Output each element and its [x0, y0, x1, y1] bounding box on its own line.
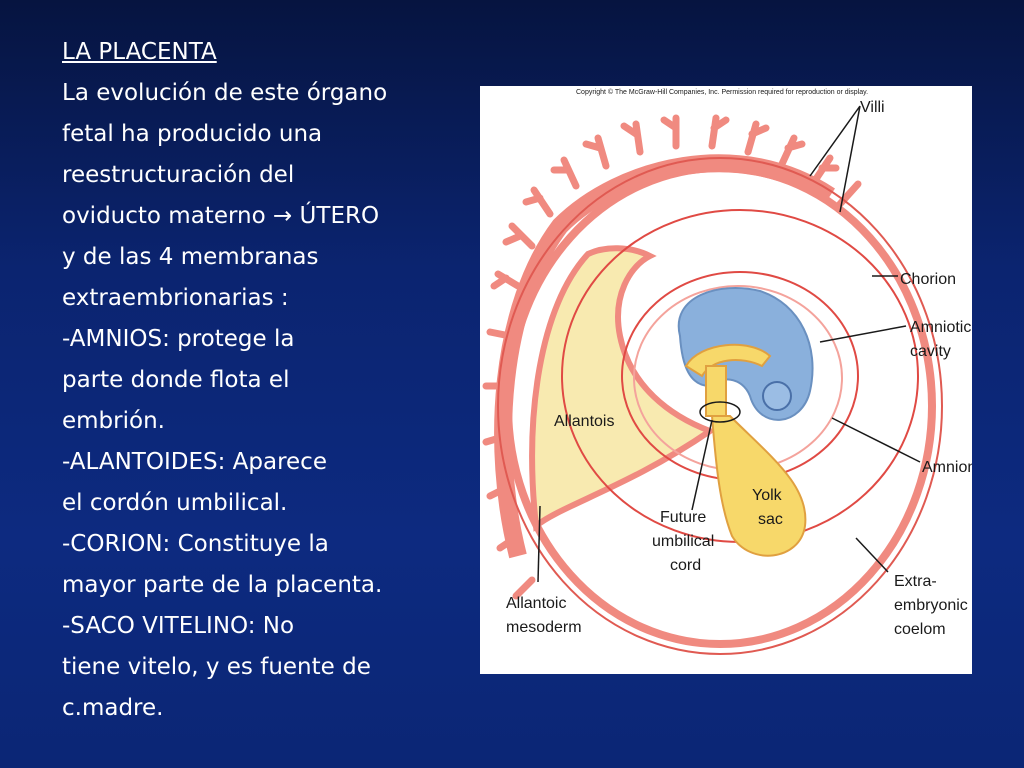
slide-text-line: parte donde flota el — [62, 367, 290, 393]
placenta-figure: Copyright © The McGraw-Hill Companies, I… — [480, 86, 972, 674]
slide-text-line: -AMNIOS: protege la — [62, 326, 295, 352]
slide-text-line: tiene vitelo, y es fuente de — [62, 654, 371, 680]
allantoic-mesoderm-label: Allantoic — [506, 595, 566, 612]
allantoic-mesoderm-label-2: mesoderm — [506, 619, 582, 636]
slide-text-line: el cordón umbilical. — [62, 490, 288, 516]
chorion-outer — [494, 154, 835, 559]
chorion-inner-ring — [504, 164, 936, 648]
copyright-text: Copyright © The McGraw-Hill Companies, I… — [576, 88, 868, 96]
extraembryonic-coelom-label-3: coelom — [894, 621, 946, 638]
amniotic-cavity-label: Amniotic — [910, 319, 971, 336]
slide-text-line: -CORION: Constituye la — [62, 531, 329, 557]
slide-text-line: extraembrionarias : — [62, 285, 289, 311]
future-umbilical-cord-label-2: umbilical — [652, 533, 714, 550]
placenta-diagram: Copyright © The McGraw-Hill Companies, I… — [482, 88, 972, 655]
umbilical-ring — [699, 401, 741, 423]
slide-text-line: -ALANTOIDES: Aparece — [62, 449, 327, 475]
embryo-tail — [762, 381, 792, 411]
yolk-sac-label: Yolk — [752, 487, 783, 504]
amniotic-cavity-label-2: cavity — [910, 343, 951, 360]
leader-lines — [537, 105, 921, 583]
slide-text-line: reestructuración del — [62, 162, 295, 188]
slide-text-line: -SACO VITELINO: No — [62, 613, 295, 639]
amnion-label: Amnion — [922, 459, 972, 476]
slide-text-line: mayor parte de la placenta. — [62, 572, 383, 598]
chorion-ring — [497, 157, 943, 655]
allantois-label: Allantois — [554, 413, 614, 430]
allantois-sac — [529, 245, 717, 532]
future-umbilical-cord-label: Future — [660, 509, 706, 526]
yolk-sac-label-2: sac — [758, 511, 783, 528]
villi — [482, 114, 862, 600]
slide-text-line: oviducto materno → ÚTERO — [62, 203, 380, 229]
slide-text-block: LA PLACENTA La evolución de este órgano … — [62, 32, 462, 729]
extraembryonic-coelom-label-2: embryonic — [894, 597, 968, 614]
slide-text-line: c.madre. — [62, 695, 164, 721]
slide-text-line: embrión. — [62, 408, 165, 434]
villi-label: Villi — [860, 99, 885, 116]
slide-text-line: fetal ha producido una — [62, 121, 323, 147]
umbilical-stalk — [705, 365, 727, 417]
yolk-sac — [710, 415, 807, 557]
chorion-label: Chorion — [900, 271, 956, 288]
slide-title: LA PLACENTA — [62, 39, 217, 65]
slide-text-line: y de las 4 membranas — [62, 244, 319, 270]
future-umbilical-cord-label-3: cord — [670, 557, 701, 574]
extraembryonic-coelom-label: Extra- — [894, 573, 937, 590]
slide-text-line: La evolución de este órgano — [62, 80, 388, 106]
